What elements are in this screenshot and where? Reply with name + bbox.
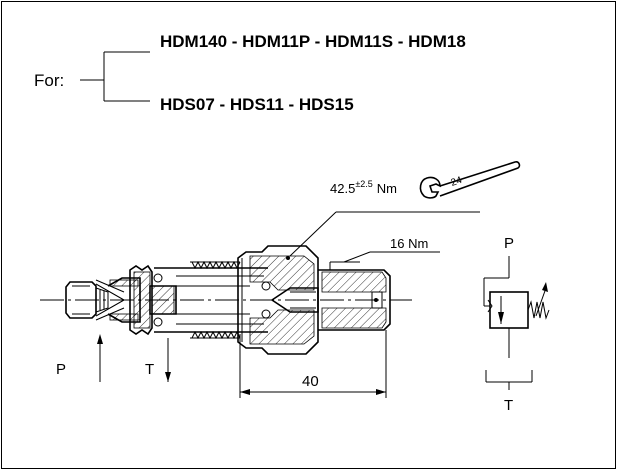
wrench-icon: 24 <box>419 161 521 199</box>
port-t-label: T <box>145 361 154 378</box>
valve-cross-section <box>40 245 412 355</box>
port-p-arrow: P <box>56 334 103 382</box>
port-t-arrow: T <box>145 338 171 382</box>
torque-callout-cap: 16 Nm <box>343 236 440 263</box>
symbol-port-t: T <box>504 397 513 414</box>
wrench-size: 24 <box>450 175 464 189</box>
dimension-value: 40 <box>302 373 319 390</box>
port-p-label: P <box>56 361 66 378</box>
bracket <box>80 51 150 102</box>
symbol-port-p: P <box>504 235 514 252</box>
for-label: For: <box>34 71 64 90</box>
hydraulic-symbol: P T <box>483 235 550 414</box>
model-list-hds: HDS07 - HDS11 - HDS15 <box>160 95 354 114</box>
model-list-hdm: HDM140 - HDM11P - HDM11S - HDM18 <box>160 32 466 51</box>
cap-torque: 16 Nm <box>390 236 428 251</box>
dimension-40: 40 <box>239 330 387 398</box>
